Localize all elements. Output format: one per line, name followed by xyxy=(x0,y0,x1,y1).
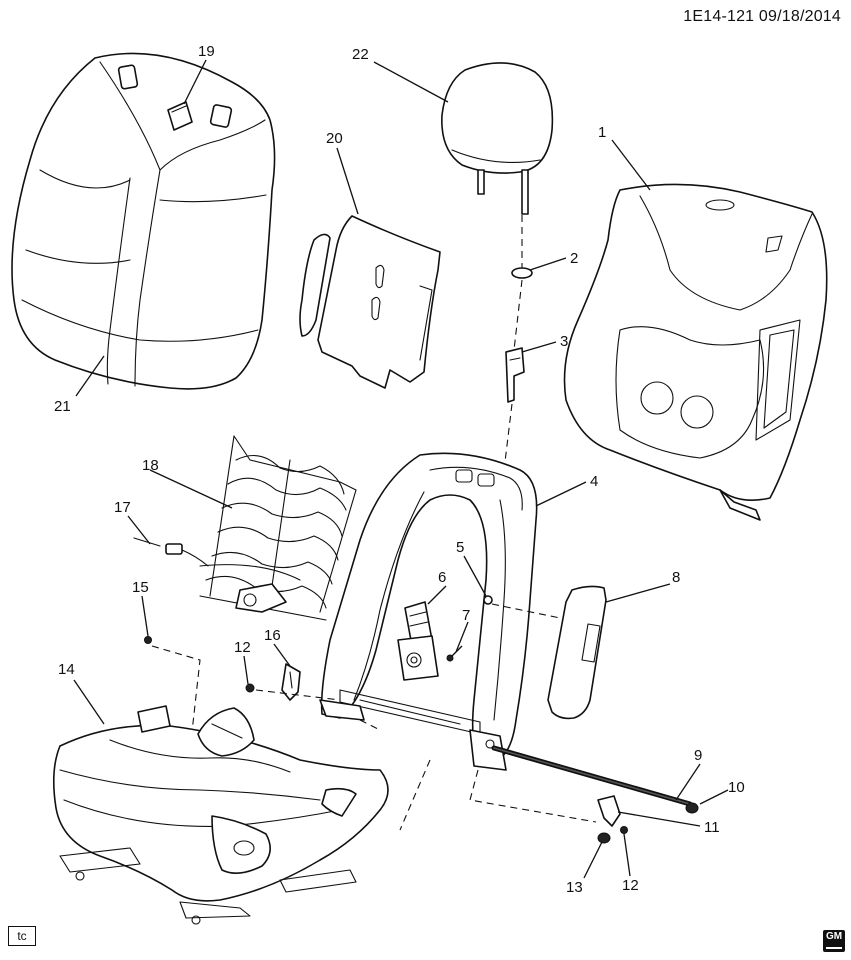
headrest-guide-post xyxy=(505,347,525,403)
callout-number: 22 xyxy=(352,46,369,63)
callout-number: 2 xyxy=(570,250,578,267)
callout-number: 3 xyxy=(560,333,568,350)
suspension-spring-mat xyxy=(199,435,357,621)
seat-back-frame xyxy=(319,452,538,771)
gm-logo-bar xyxy=(826,947,842,949)
headrest xyxy=(441,62,554,215)
motor-bolt xyxy=(446,645,463,662)
callout-number: 5 xyxy=(456,539,464,556)
callout-number: 8 xyxy=(672,569,680,586)
recliner-bracket xyxy=(597,795,621,827)
callout-number: 1 xyxy=(598,124,606,141)
bolt-lower xyxy=(620,826,628,834)
callout-number: 7 xyxy=(462,607,470,624)
callout-number: 21 xyxy=(54,398,71,415)
callout-number: 12 xyxy=(622,877,639,894)
callout-number: 4 xyxy=(590,473,598,490)
callout-number: 20 xyxy=(326,130,343,147)
leader-lines xyxy=(73,59,729,879)
seat-cushion xyxy=(52,705,389,925)
callout-number: 16 xyxy=(264,627,281,644)
seat-side-cover xyxy=(547,585,607,720)
cross-rod xyxy=(491,745,693,807)
callout-number: 12 xyxy=(234,639,251,656)
callout-number: 14 xyxy=(58,661,75,678)
wiring-connector xyxy=(133,537,209,567)
nut-lower xyxy=(597,832,611,844)
callout-numbers: 19 22 20 1 2 3 4 5 6 7 8 9 10 11 12 12 1… xyxy=(54,43,745,896)
headrest-guide-washer xyxy=(511,267,533,279)
gm-logo-text: GM xyxy=(825,931,843,942)
callout-number: 17 xyxy=(114,499,131,516)
frame-bushing xyxy=(483,595,493,605)
callout-number: 15 xyxy=(132,579,149,596)
headrest-guide-sleeve xyxy=(167,101,193,131)
gm-logo: GM xyxy=(823,930,845,952)
recliner-motor xyxy=(397,601,439,681)
callout-number: 11 xyxy=(704,819,720,836)
callout-number: 9 xyxy=(694,747,702,764)
trim-hook xyxy=(281,663,301,701)
callout-number: 13 xyxy=(566,879,583,896)
diagram-code-date: 1E14-121 09/18/2014 xyxy=(683,8,841,25)
callout-number: 6 xyxy=(438,569,446,586)
seat-back-pad xyxy=(299,215,441,389)
rod-end-cap xyxy=(685,802,699,814)
bolt-upper xyxy=(245,683,255,693)
callout-number: 19 xyxy=(198,43,215,60)
source-stamp: tc xyxy=(8,926,36,946)
callout-number: 18 xyxy=(142,457,159,474)
screw-15 xyxy=(144,636,152,644)
callout-number: 10 xyxy=(728,779,745,796)
seat-back-rear-panel xyxy=(563,183,828,521)
seat-back-cover xyxy=(11,52,276,390)
